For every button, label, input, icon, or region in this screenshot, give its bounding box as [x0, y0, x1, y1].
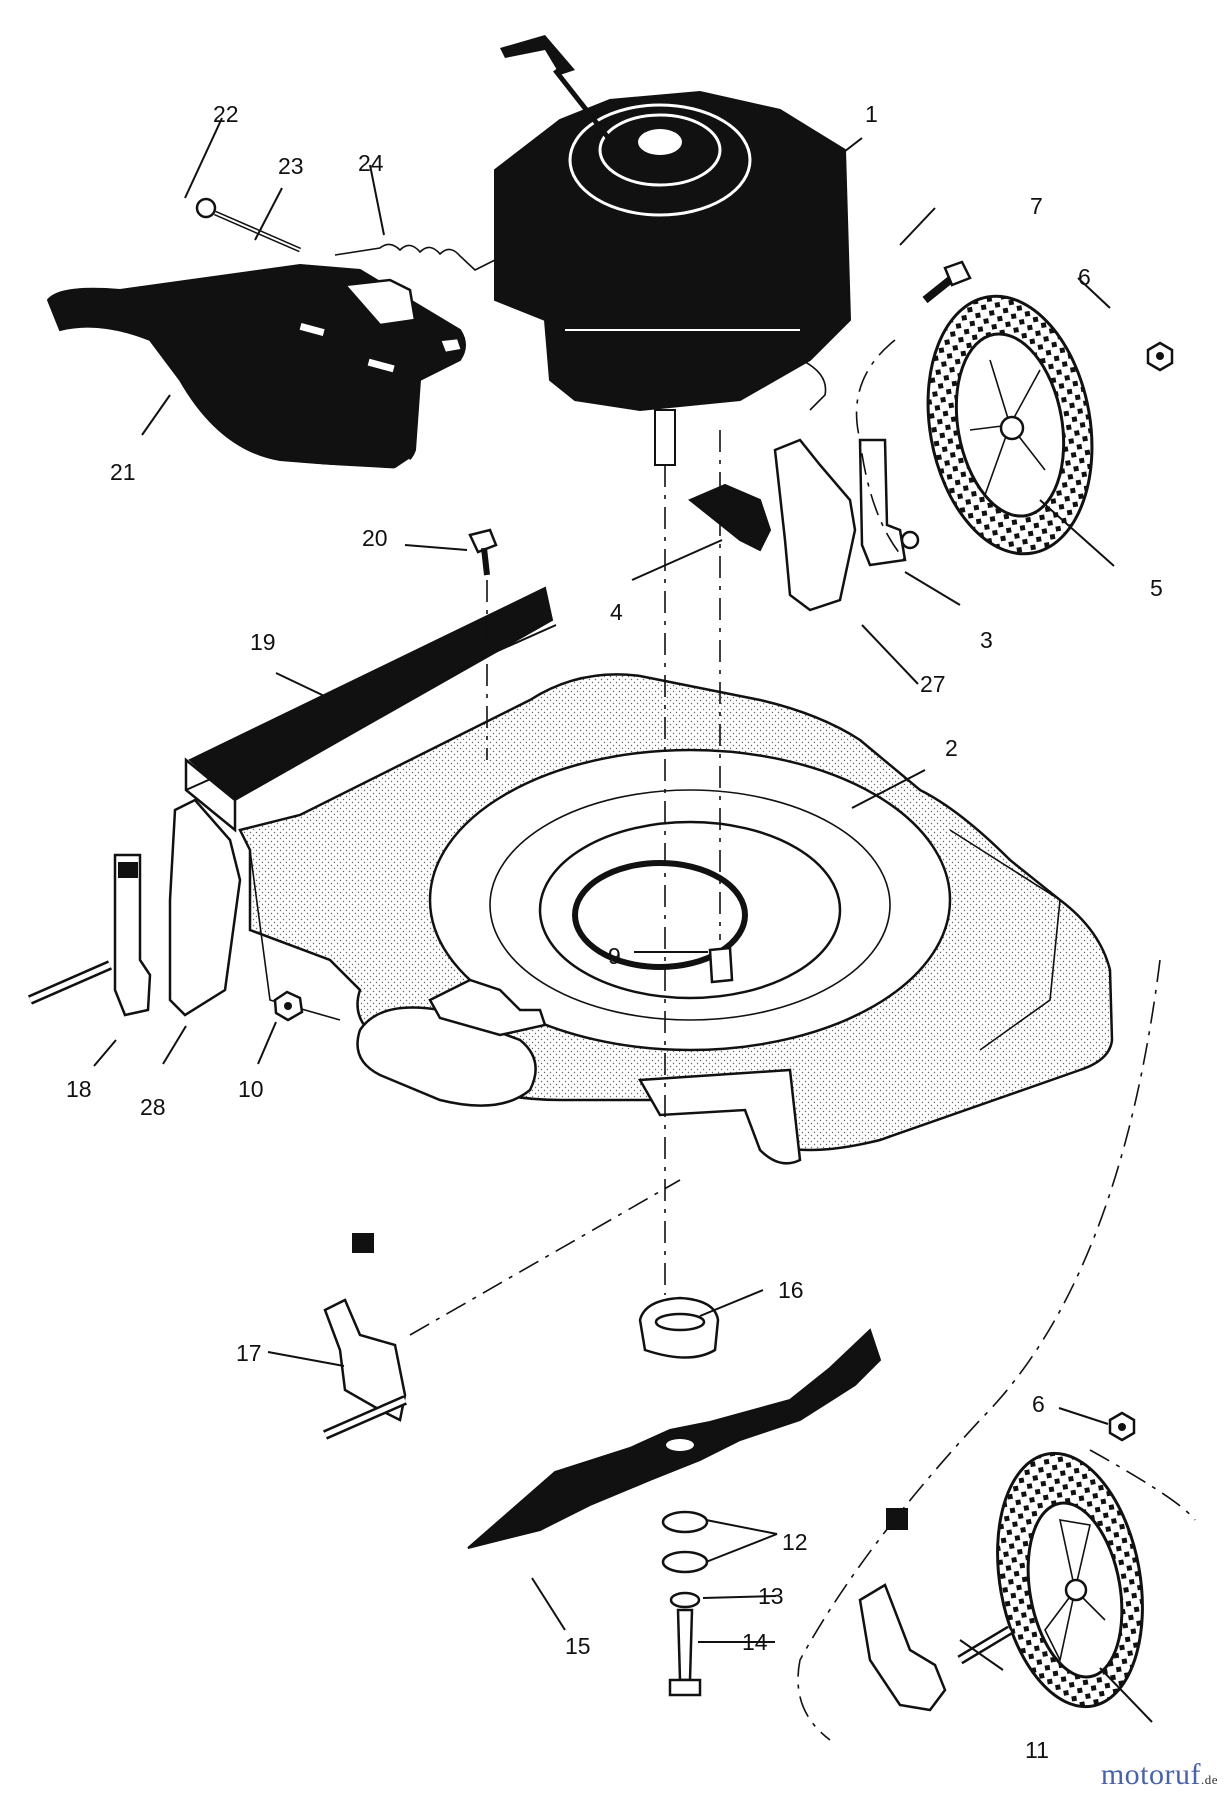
part-number-15: 15: [565, 1633, 591, 1659]
part-number-6: 6: [1032, 1391, 1045, 1417]
part-number-13: 13: [758, 1583, 784, 1609]
adjuster-17: [322, 1233, 408, 1440]
part-number-2: 2: [945, 735, 958, 761]
torsion-spring: [334, 243, 496, 355]
baffle: [184, 586, 557, 833]
part-number-1: 1: [865, 101, 878, 127]
watermark-brand: motoruf: [1100, 1758, 1201, 1791]
wheel-front-right: [996, 1451, 1144, 1709]
watermark-tld: .de: [1200, 1772, 1218, 1787]
part-number-23: 23: [278, 153, 304, 179]
hinge-rod: [195, 197, 301, 253]
part-number-3: 3: [980, 627, 993, 653]
watermark-logo: motoruf.de: [1101, 1758, 1218, 1792]
centre-drive: [467, 430, 882, 1697]
part-number-11: 11: [1025, 1737, 1049, 1763]
height-adjuster-right: [688, 438, 920, 612]
part-number-18: 18: [66, 1076, 92, 1102]
bolt-20: [468, 528, 498, 760]
part-number-9: 9: [608, 943, 621, 969]
engine: [494, 35, 852, 466]
part-number-27: 27: [920, 671, 946, 697]
leader-lines: [93, 117, 1153, 1723]
bolt-7: [922, 260, 972, 304]
part-number-24: 24: [358, 150, 384, 176]
part-number-28: 28: [140, 1094, 166, 1120]
part-number-16: 16: [778, 1277, 804, 1303]
part-number-21: 21: [110, 459, 136, 485]
part-number-17: 17: [236, 1340, 262, 1366]
adjuster-11: [858, 1508, 1013, 1712]
part-number-20: 20: [362, 525, 388, 551]
callout-labels: 1 2 3 4 5 6 6 7 9 10 11 12 13 14 15 16 1…: [66, 101, 1163, 1763]
height-adjuster-left: [27, 798, 242, 1017]
rear-deflector-flap: [46, 263, 466, 472]
part-number-6: 6: [1078, 264, 1091, 290]
wheel-rear-right: [926, 294, 1094, 556]
part-number-22: 22: [213, 101, 239, 127]
nut-6-top: [1146, 341, 1174, 372]
part-number-14: 14: [742, 1629, 768, 1655]
part-number-10: 10: [238, 1076, 264, 1102]
nut-6-bottom: [1108, 1411, 1136, 1442]
part-number-7: 7: [1030, 193, 1043, 219]
part-number-19: 19: [250, 629, 276, 655]
part-number-12: 12: [782, 1529, 808, 1555]
part-number-4: 4: [610, 599, 623, 625]
nut-10: [273, 990, 304, 1022]
part-number-5: 5: [1150, 575, 1163, 601]
mower-deck: [238, 673, 1114, 1165]
